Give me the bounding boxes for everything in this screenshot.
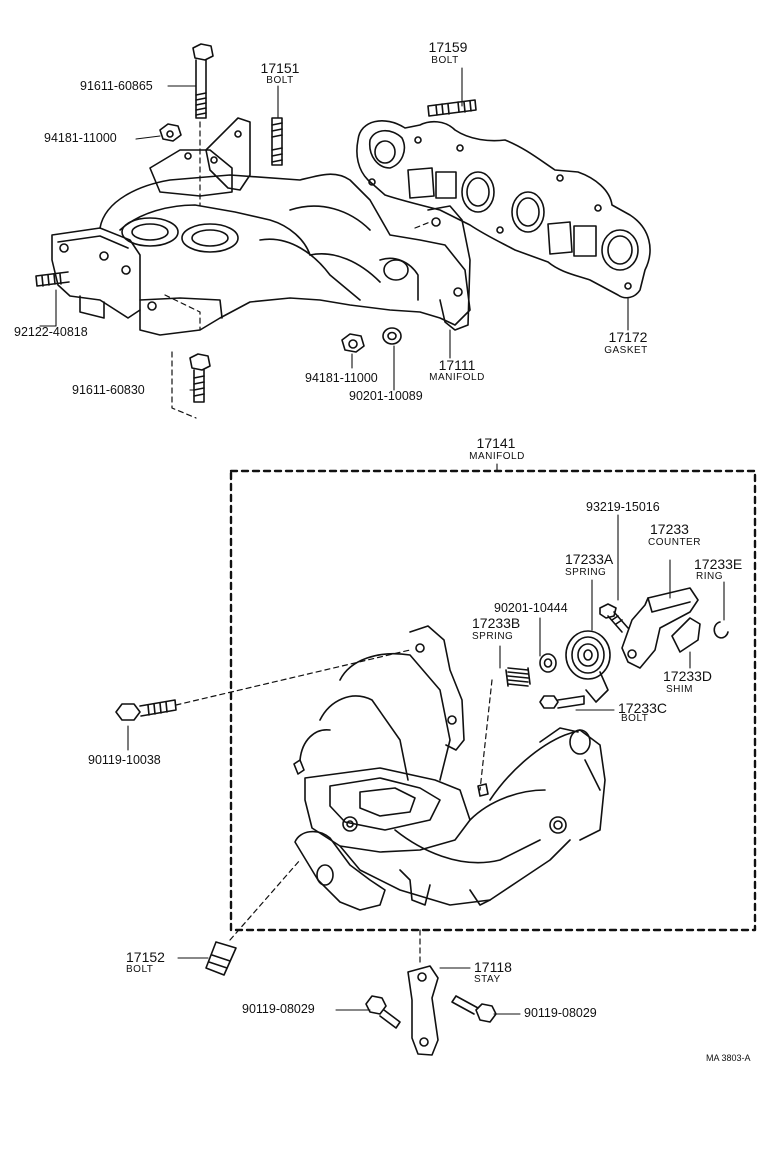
counter-17233-drawing [621, 587, 699, 669]
label-17233E: 17233E [694, 556, 743, 572]
label-91611-60830: 91611-60830 [72, 383, 145, 397]
label-17151: 17151 [260, 60, 300, 76]
washer-90201-10444-drawing [539, 653, 557, 673]
label-17233C-name: BOLT [621, 713, 649, 724]
stay-17118-drawing [407, 929, 439, 1056]
label-17233A-name: SPRING [565, 567, 607, 578]
label-90119-08029-right: 90119-08029 [524, 1006, 597, 1020]
bolt-90119-08029-right-drawing [451, 995, 497, 1023]
label-92122-40818: 92122-40818 [14, 325, 88, 339]
stud-17151-drawing [271, 117, 283, 166]
label-17118-name: STAY [474, 974, 501, 985]
label-17172: 17172 [608, 329, 648, 345]
manifold-17141-boundary [229, 469, 757, 932]
bolt-91611-60865-drawing [192, 43, 214, 206]
label-17151-name: BOLT [266, 75, 294, 86]
diagram-code: MA 3803-A [706, 1053, 751, 1063]
stud-92122-40818-drawing [35, 271, 70, 287]
label-94181-11000-lower: 94181-11000 [305, 371, 378, 385]
bolt-90119-08029-left-drawing [365, 995, 401, 1029]
leader-lines [39, 67, 725, 1015]
label-17111: 17111 [438, 357, 476, 373]
label-17233D-name: SHIM [666, 684, 693, 695]
spring-17233A-drawing [565, 630, 611, 703]
shim-17233D-drawing [671, 617, 701, 653]
label-17118: 17118 [474, 959, 512, 975]
label-90201-10444: 90201-10444 [494, 601, 568, 615]
label-17152-name: BOLT [126, 964, 154, 975]
label-17233D: 17233D [663, 668, 713, 684]
spring-17233B-drawing [479, 667, 531, 791]
label-17233: 17233 [650, 521, 689, 537]
label-17233-name: COUNTER [648, 537, 701, 548]
label-17141: 17141 [476, 435, 516, 451]
label-17233B-name: SPRING [472, 631, 514, 642]
nut-94181-11000-lower-drawing [341, 333, 365, 353]
stud-17152-drawing [205, 859, 301, 976]
ring-17233E-drawing [713, 621, 729, 639]
manifold-17141-drawing [293, 625, 606, 911]
washer-90201-10089-drawing [382, 327, 402, 345]
screw-93219-15016-drawing [599, 603, 629, 633]
label-17172-name: GASKET [604, 345, 648, 356]
manifold-17111-drawing [51, 117, 471, 419]
label-17111-name: MANIFOLD [429, 372, 485, 383]
label-17152: 17152 [126, 949, 165, 965]
label-17233A: 17233A [565, 551, 614, 567]
label-17159-name: BOLT [431, 55, 459, 66]
label-17233B: 17233B [472, 615, 521, 631]
label-94181-11000-upper: 94181-11000 [44, 131, 117, 145]
label-17233C: 17233C [618, 700, 668, 716]
label-17233E-name: RING [696, 571, 723, 582]
gasket-17172-drawing [356, 120, 651, 299]
label-91611-60865: 91611-60865 [80, 79, 153, 93]
nut-94181-11000-upper-drawing [159, 123, 182, 142]
label-90201-10089: 90201-10089 [349, 389, 423, 403]
label-90119-10038: 90119-10038 [88, 753, 161, 767]
stud-17159-drawing [427, 99, 477, 117]
label-90119-08029-left: 90119-08029 [242, 1002, 315, 1016]
bolt-91611-60830-drawing [189, 353, 211, 403]
bolt-17233C-drawing [539, 695, 585, 709]
label-93219-15016: 93219-15016 [586, 500, 660, 514]
bolt-90119-10038-drawing [115, 649, 411, 721]
label-17159: 17159 [428, 39, 468, 55]
label-17141-name: MANIFOLD [469, 451, 525, 462]
